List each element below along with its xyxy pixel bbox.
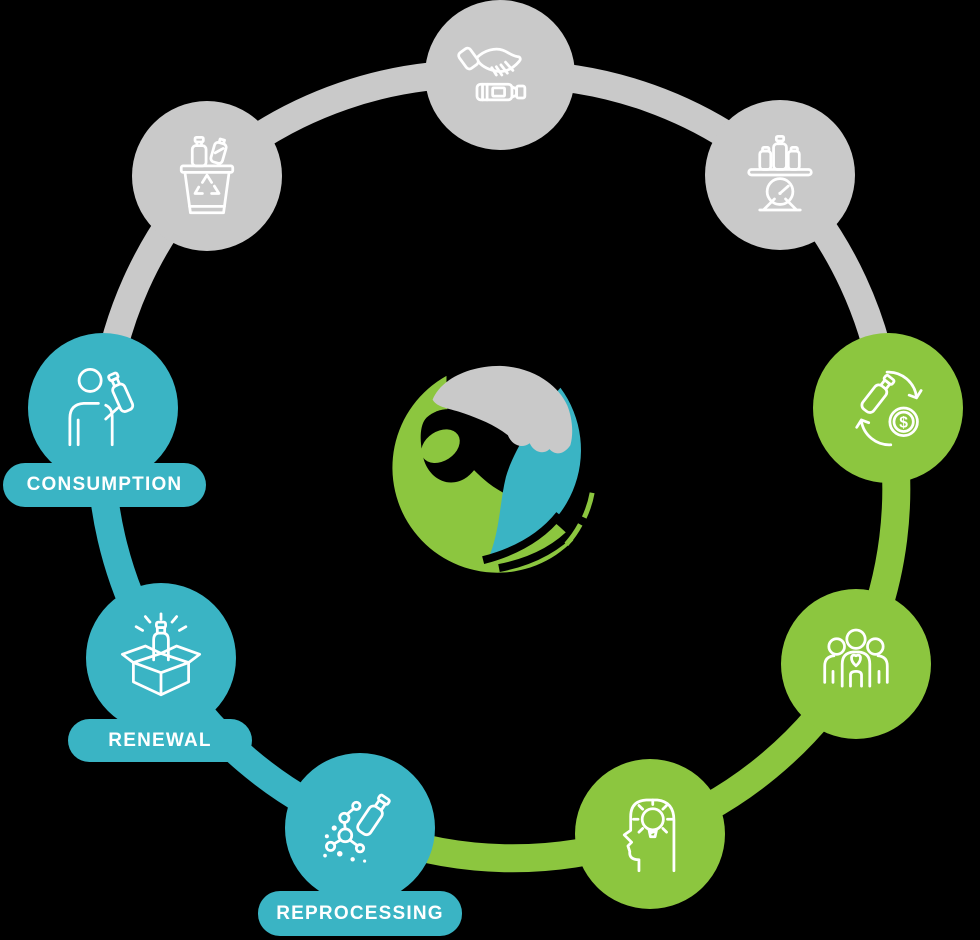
logo-green-rim-sliver [581, 492, 595, 519]
logo-green-rim-sliver [564, 523, 583, 546]
stage-consumption-node [28, 333, 178, 483]
bottle-money-exchange-icon: $ [855, 370, 923, 447]
stage-exchange-node: $ [813, 333, 963, 483]
hand-discard-bottle-icon [457, 46, 527, 102]
logo-wave-gap [498, 525, 579, 572]
dollar-glyph: $ [899, 414, 908, 431]
stage-weighing-node [705, 100, 855, 250]
recycling-bin-icon [179, 135, 235, 215]
community-heart-icon [823, 628, 889, 688]
person-drinking-icon [68, 367, 135, 447]
earth-logo [392, 365, 595, 573]
logo-wave-gap [482, 512, 563, 564]
stage-community-node [781, 589, 931, 739]
stage-discard-node [425, 0, 575, 150]
label-reprocessing: REPROCESSING [258, 891, 462, 936]
stage-awareness-node [575, 759, 725, 909]
bottles-scale-icon [747, 134, 813, 212]
logo-gray-continent [432, 365, 573, 454]
logo-head-dot [421, 429, 460, 464]
stage-reprocessing-node [285, 753, 435, 903]
head-lightbulb-icon [622, 798, 676, 873]
label-renewal: RENEWAL [68, 719, 252, 762]
bottle-box-icon [120, 612, 202, 697]
stage-renewal-node [86, 583, 236, 733]
stage-collection-node [132, 101, 282, 251]
label-consumption: CONSUMPTION [3, 463, 206, 507]
bottle-molecules-icon [323, 793, 391, 863]
